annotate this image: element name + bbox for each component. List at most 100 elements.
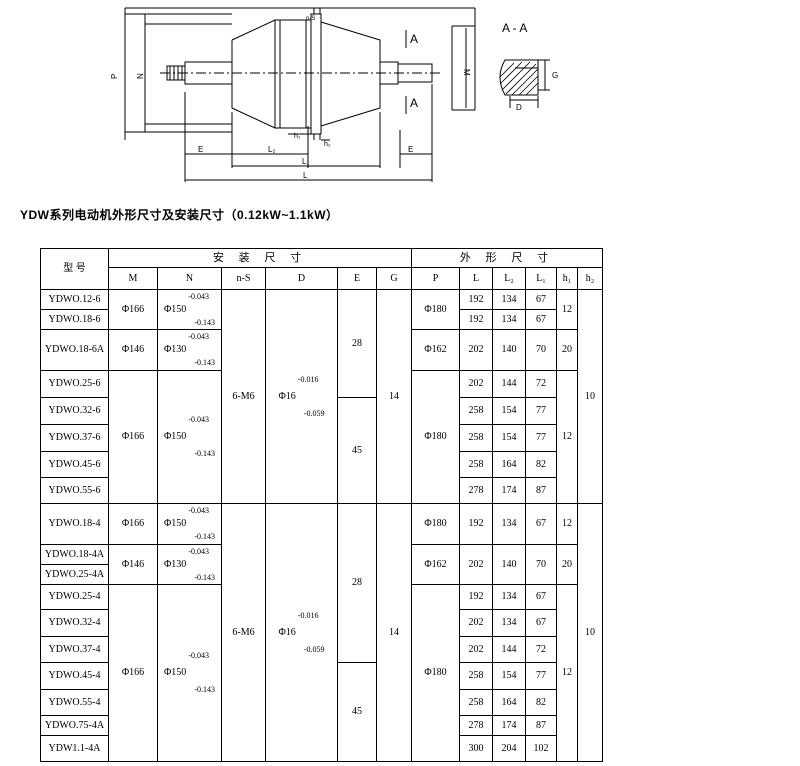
h1-cell: 12 — [556, 584, 578, 762]
n-cell: Φ130-0.043-0.143 — [157, 544, 222, 585]
label-h1: h₁ — [294, 133, 301, 140]
model-cell: YDWO.25-6 — [40, 370, 109, 398]
l2-cell: 164 — [492, 689, 526, 716]
e-cell: 45 — [337, 397, 377, 504]
l2-cell: 154 — [492, 397, 526, 425]
model-cell: YDWO.75-4A — [40, 715, 109, 736]
l1-cell: 77 — [525, 424, 557, 452]
h1-cell: 12 — [556, 503, 578, 545]
g-cell: 14 — [376, 503, 412, 762]
l-cell: 278 — [459, 477, 493, 504]
label-e-right: E — [408, 145, 413, 154]
ns-cell: 6-M6 — [221, 289, 266, 504]
model-cell: YDWO.18-4 — [40, 503, 109, 545]
section-mark-a-bottom: A — [410, 96, 418, 110]
col-n: N — [157, 267, 222, 290]
l-cell: 192 — [459, 584, 493, 610]
l2-cell: 134 — [492, 289, 526, 310]
col-m: M — [108, 267, 158, 290]
col-p: P — [411, 267, 460, 290]
m-cell: Φ166 — [108, 289, 158, 330]
l1-cell: 70 — [525, 544, 557, 585]
label-ns: n-S — [306, 16, 315, 22]
l-cell: 202 — [459, 544, 493, 585]
model-cell: YDWO.37-6 — [40, 424, 109, 452]
l-cell: 258 — [459, 662, 493, 690]
l-cell: 202 — [459, 370, 493, 398]
e-cell: 28 — [337, 289, 377, 398]
model-cell: YDWO.18-4A — [40, 544, 109, 565]
p-cell: Φ180 — [411, 289, 460, 330]
l2-cell: 154 — [492, 662, 526, 690]
l-cell: 258 — [459, 689, 493, 716]
l2-cell: 134 — [492, 503, 526, 545]
h2-cell: 10 — [577, 503, 603, 762]
model-cell: YDWO.32-6 — [40, 397, 109, 425]
n-cell: Φ150-0.043-0.143 — [157, 289, 222, 330]
m-cell: Φ146 — [108, 544, 158, 585]
label-n: N — [136, 73, 145, 79]
g-cell: 14 — [376, 289, 412, 504]
model-cell: YDWO.45-4 — [40, 662, 109, 690]
l2-cell: 154 — [492, 424, 526, 452]
page-heading: YDW系列电动机外形尺寸及安装尺寸（0.12kW~1.1kW） — [20, 208, 339, 222]
col-ns: n-S — [221, 267, 266, 290]
ns-cell: 6-M6 — [221, 503, 266, 762]
label-l1: L₁ — [302, 157, 309, 166]
h1-cell: 12 — [556, 289, 578, 330]
section-mark-a-top: A — [410, 32, 418, 46]
label-p: P — [110, 74, 119, 79]
header-outline: 外 形 尺 寸 — [411, 248, 603, 268]
label-l: L — [303, 171, 308, 180]
model-cell: YDWO.55-4 — [40, 689, 109, 716]
col-g: G — [376, 267, 412, 290]
l-cell: 192 — [459, 289, 493, 310]
col-h2: h₂ — [577, 267, 603, 290]
col-l: L — [459, 267, 493, 290]
n-cell: Φ150-0.043-0.143 — [157, 370, 222, 504]
l1-cell: 87 — [525, 715, 557, 736]
l2-cell: 134 — [492, 609, 526, 637]
model-cell: YDWO.45-6 — [40, 451, 109, 478]
model-cell: YDWO.25-4A — [40, 564, 109, 585]
l1-cell: 82 — [525, 451, 557, 478]
l2-cell: 134 — [492, 309, 526, 330]
l-cell: 258 — [459, 424, 493, 452]
l1-cell: 72 — [525, 636, 557, 663]
p-cell: Φ180 — [411, 370, 460, 504]
label-g: G — [552, 71, 558, 80]
l-cell: 202 — [459, 329, 493, 371]
h2-cell: 10 — [577, 289, 603, 504]
motor-outline-drawing: A - A A A P N M E E L₂ L₁ L G D h₁ h₂ n-… — [110, 7, 558, 182]
l2-cell: 134 — [492, 584, 526, 610]
l2-cell: 140 — [492, 329, 526, 371]
m-cell: Φ166 — [108, 370, 158, 504]
l1-cell: 77 — [525, 662, 557, 690]
e-cell: 28 — [337, 503, 377, 663]
p-cell: Φ180 — [411, 584, 460, 762]
l-cell: 278 — [459, 715, 493, 736]
header-model: 型 号 — [40, 248, 109, 290]
model-cell: YDWO.18-6 — [40, 309, 109, 330]
l-cell: 258 — [459, 451, 493, 478]
h1-cell: 12 — [556, 370, 578, 504]
model-cell: YDWO.32-4 — [40, 609, 109, 637]
l-cell: 300 — [459, 735, 493, 762]
l-cell: 192 — [459, 309, 493, 330]
l1-cell: 67 — [525, 503, 557, 545]
l1-cell: 72 — [525, 370, 557, 398]
col-l1: L₁ — [525, 267, 557, 290]
e-cell: 45 — [337, 662, 377, 762]
label-e-left: E — [198, 145, 203, 154]
l-cell: 192 — [459, 503, 493, 545]
p-cell: Φ162 — [411, 544, 460, 585]
l1-cell: 67 — [525, 309, 557, 330]
l2-cell: 144 — [492, 370, 526, 398]
col-h1: h₁ — [556, 267, 578, 290]
section-title: A - A — [502, 21, 527, 35]
m-cell: Φ166 — [108, 503, 158, 545]
h1-cell: 20 — [556, 544, 578, 585]
l2-cell: 174 — [492, 477, 526, 504]
l1-cell: 67 — [525, 609, 557, 637]
header-install: 安 装 尺 寸 — [108, 248, 412, 268]
